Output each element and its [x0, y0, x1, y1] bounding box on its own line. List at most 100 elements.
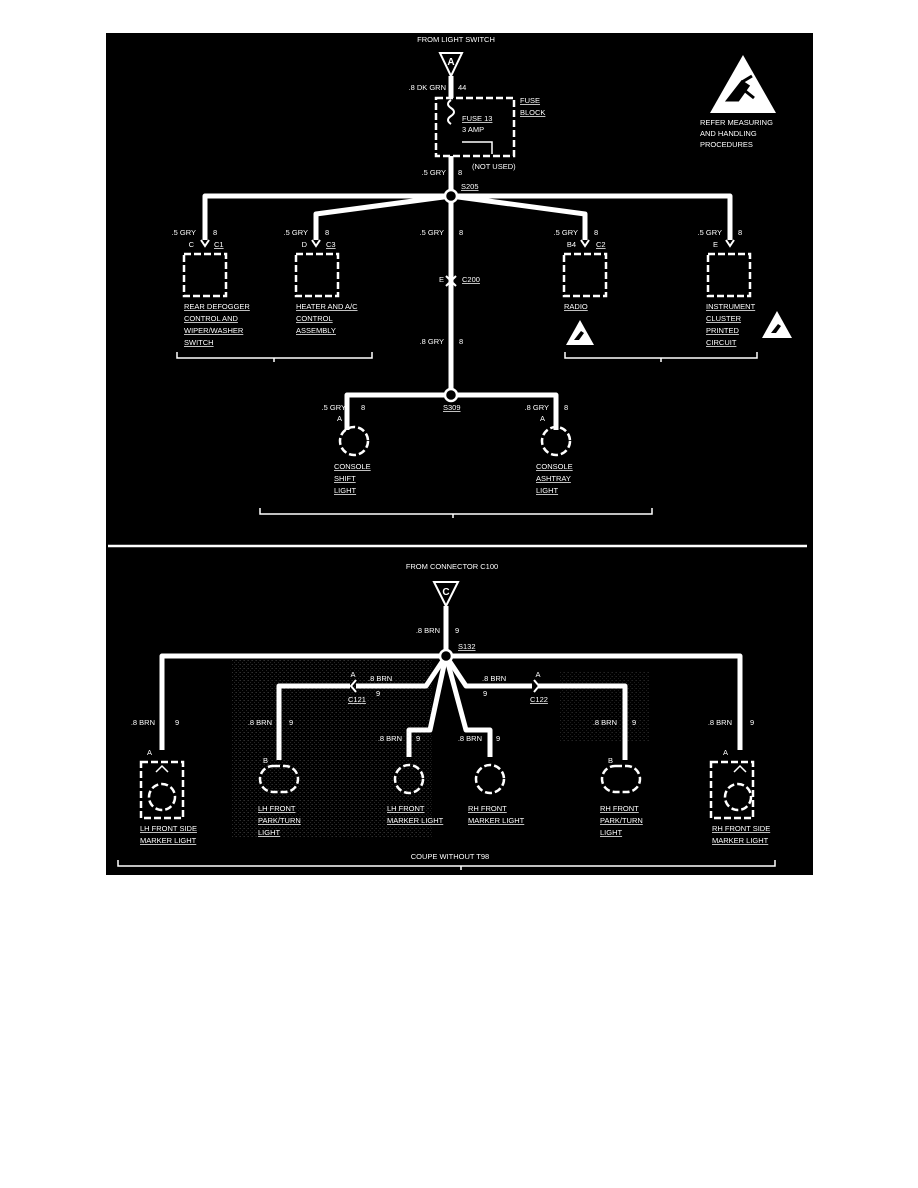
group-brace — [176, 352, 373, 362]
lamp-label: PARK/TURN — [258, 816, 301, 825]
lamp-label: ASHTRAY — [536, 474, 571, 483]
component-label: RADIO — [564, 302, 588, 311]
inline-connector-icon — [445, 275, 457, 287]
lamp-wire: .8 BRN — [458, 734, 482, 743]
mid-wire: .8 GRY — [420, 337, 444, 346]
lh-park-turn-bulb — [258, 764, 300, 794]
branch-pin: E — [439, 275, 444, 284]
lamp-pin: A — [540, 414, 545, 423]
lamp-circuit: 9 — [289, 718, 293, 727]
component-label: REAR DEFOGGER — [184, 302, 250, 311]
component-label: CONTROL AND — [184, 314, 238, 323]
connector-c121-icon — [349, 679, 357, 693]
lamp-label: LH FRONT SIDE — [140, 824, 197, 833]
fuse-name: FUSE 13 — [462, 114, 492, 123]
branch-connector: C1 — [214, 240, 224, 249]
inner-circuit: 9 — [483, 689, 487, 698]
mid-circuit: 8 — [459, 337, 463, 346]
fuse-out-circuit: 8 — [458, 168, 462, 177]
source-triangle — [432, 581, 460, 609]
rh-front-marker-bulb — [474, 763, 506, 795]
lamp-ground-icon — [733, 764, 747, 773]
branch-circuit: 8 — [213, 228, 217, 237]
lamp-label: PARK/TURN — [600, 816, 643, 825]
branch-pin: D — [302, 240, 308, 249]
component-label: HEATER AND A/C — [296, 302, 358, 311]
group-brace — [259, 508, 653, 518]
branch-pin: E — [713, 240, 718, 249]
lamp-label: CONSOLE — [536, 462, 573, 471]
branch-connector: C3 — [326, 240, 336, 249]
fuse-block — [434, 96, 516, 158]
lamp-circuit: 9 — [496, 734, 500, 743]
component-label: ASSEMBLY — [296, 326, 336, 335]
splice-s309 — [443, 387, 459, 403]
lamp-wire: .8 BRN — [248, 718, 272, 727]
fuse-block-label-2: BLOCK — [520, 108, 545, 117]
esd-hand-icon — [771, 324, 781, 333]
console-ashtray-light-bulb — [540, 425, 572, 457]
source-label: FROM LIGHT SWITCH — [417, 35, 495, 44]
not-used-stub — [462, 141, 493, 154]
lamp-label: LIGHT — [334, 486, 357, 495]
radio-component — [562, 252, 608, 298]
branch-wire: .5 GRY — [554, 228, 578, 237]
lamp-pin: A — [723, 748, 728, 757]
heater-control-component — [294, 252, 340, 298]
esd-note-line-2: AND HANDLING — [700, 129, 757, 138]
source-triangle — [438, 52, 464, 79]
lamp-circuit: 8 — [361, 403, 365, 412]
source-letter: A — [447, 57, 454, 68]
source-letter: C — [442, 587, 449, 598]
lamp-wire: .8 BRN — [378, 734, 402, 743]
component-label: SWITCH — [184, 338, 214, 347]
branch-circuit: 8 — [738, 228, 742, 237]
splice-s205 — [443, 188, 459, 204]
c121-label: C121 — [348, 695, 366, 704]
connector-pin-icon — [580, 239, 590, 248]
branch-pin: B4 — [567, 240, 576, 249]
splice-s205-label: S205 — [461, 182, 479, 191]
esd-note-line-1: REFER MEASURING — [700, 118, 773, 127]
branch-wire: .5 GRY — [698, 228, 722, 237]
lamp-label: LIGHT — [258, 828, 281, 837]
lamp-label: RH FRONT — [468, 804, 507, 813]
c122-pin: A — [535, 670, 540, 679]
component-label: PRINTED — [706, 326, 740, 335]
splice-s132 — [438, 648, 454, 664]
branch-connector: C2 — [596, 240, 606, 249]
lamp-circuit: 9 — [416, 734, 420, 743]
branch-circuit: 8 — [325, 228, 329, 237]
c122-label: C122 — [530, 695, 548, 704]
source-circuit: 9 — [455, 626, 459, 635]
branch-circuit: 8 — [459, 228, 463, 237]
lamp-label: LH FRONT — [387, 804, 425, 813]
diagram-background — [106, 33, 813, 875]
component-label: CONTROL — [296, 314, 333, 323]
lh-side-marker-housing — [139, 760, 185, 820]
rh-park-turn-bulb — [600, 764, 642, 794]
lamp-label: RH FRONT — [600, 804, 639, 813]
lamp-wire: .8 BRN — [593, 718, 617, 727]
lamp-label: MARKER LIGHT — [140, 836, 197, 845]
branch-wire: .5 GRY — [420, 228, 444, 237]
esd-note-line-3: PROCEDURES — [700, 140, 753, 149]
rh-side-marker-housing — [709, 760, 755, 820]
instrument-cluster-component — [706, 252, 752, 298]
inner-circuit: 9 — [376, 689, 380, 698]
lamp-label: CONSOLE — [334, 462, 371, 471]
branch-circuit: 8 — [594, 228, 598, 237]
inner-wire: .8 BRN — [368, 674, 392, 683]
connector-pin-icon — [311, 239, 321, 248]
lamp-pin: B — [608, 756, 613, 765]
lamp-label: LIGHT — [536, 486, 559, 495]
fuse-block-label-1: FUSE — [520, 96, 540, 105]
esd-hand-icon — [574, 331, 584, 340]
noise-area — [232, 660, 432, 838]
fuse-symbol — [447, 99, 455, 125]
lamp-wire: .8 BRN — [708, 718, 732, 727]
inner-wire: .8 BRN — [482, 674, 506, 683]
lamp-circuit: 9 — [750, 718, 754, 727]
connector-pin-icon — [725, 239, 735, 248]
noise-area — [560, 672, 650, 742]
